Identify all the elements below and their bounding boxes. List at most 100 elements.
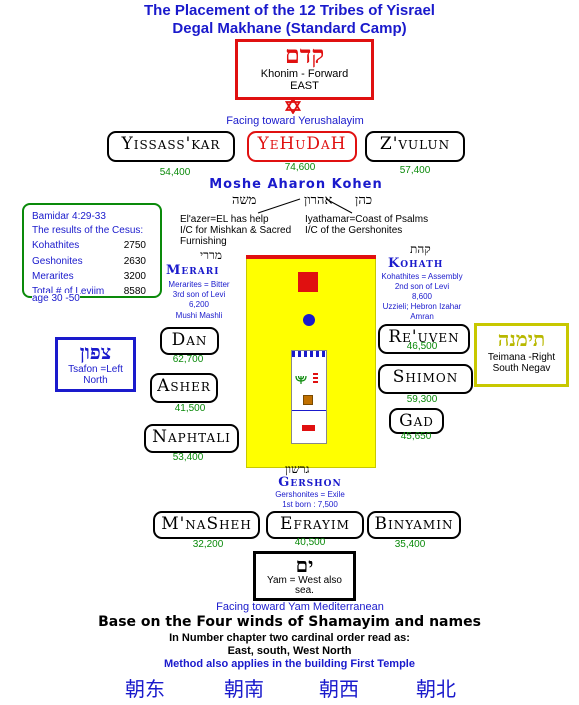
merari-hebrew: מררי (200, 248, 223, 262)
hebrew-kohen: כהן (355, 193, 373, 208)
census-ref: Bamidar 4:29-33 (32, 211, 106, 222)
tribe-reuven: Re'uven (378, 324, 470, 354)
pop-yissaskar: 54,400 (159, 167, 191, 178)
iyathamar-label: Iyathamar=Coast of Psalms (305, 214, 429, 225)
census-row-value: 2630 (123, 256, 146, 267)
pop-shimon: 59,300 (406, 394, 438, 405)
gershon-desc2: 1st born : 7,500 (282, 500, 338, 509)
pop-naphtali: 53,400 (172, 452, 204, 463)
brazen-altar (298, 272, 318, 292)
census-row-merarites: Merarites 3200 (32, 271, 160, 282)
census-row-label: Merarites (32, 271, 74, 282)
merari-desc1: Merarites = Bitter (168, 280, 230, 289)
census-heading: The results of the Cesus: (32, 225, 144, 236)
merari-count: 6,200 (188, 300, 210, 309)
census-box: Bamidar 4:29-33 The results of the Cesus… (22, 203, 162, 298)
pop-gad: 45,650 (400, 431, 432, 442)
tribe-asher: Asher (150, 373, 218, 403)
pop-yehudah: 74,600 (284, 162, 316, 173)
tribe-gad: Gad (389, 408, 444, 434)
census-row-value: 2750 (123, 240, 146, 251)
kohath-desc1: Kohathites = Assembly (381, 272, 463, 281)
kohath-leader2: Amran (410, 312, 434, 321)
tribe-binyamin: Binyamin (367, 511, 461, 539)
gershon-desc1: Gershonites = Exile (275, 490, 345, 499)
merari-name: Merari (166, 263, 220, 278)
west-label: Yam = West also sea. (267, 575, 342, 596)
census-total-row: Total # of Leviim 8580 (32, 286, 160, 297)
tribe-dan: Dan (160, 327, 219, 355)
facing-west-label: Facing toward Yam Mediterranean (216, 601, 384, 613)
menorah-icon (295, 375, 307, 384)
tribe-zvulun: Z'vulun (365, 131, 465, 162)
south-hebrew: תימנה (497, 327, 546, 351)
elazer-role: I/C for Mishkan & Sacred Furnishing (180, 225, 292, 247)
pop-reuven: 46,500 (406, 341, 438, 352)
tabernacle-courtyard (246, 255, 376, 468)
census-total-label: Total # of Leviim (32, 286, 105, 297)
north-box: צפון Tsafon =Left North (55, 337, 136, 392)
south-box: תימנה Teimana -Right South Negav (474, 323, 569, 387)
census-total-value: 8580 (123, 286, 146, 297)
census-row-geshonites: Geshonites 2630 (32, 256, 160, 267)
incense-altar (303, 395, 313, 405)
facing-east-label: Facing toward Yerushalayim (226, 115, 364, 127)
pop-binyamin: 35,400 (394, 539, 426, 550)
tribe-shimon: Shimon (378, 364, 473, 394)
showbread-table (313, 373, 318, 385)
kohath-leader1: Uzzieli; Hebron Izahar (382, 302, 462, 311)
kohath-name: Kohath (388, 256, 444, 271)
census-row-label: Kohathites (32, 240, 80, 251)
title-line-1: The Placement of the 12 Tribes of Yisrae… (144, 2, 435, 19)
pop-mnasheh: 32,200 (192, 539, 224, 550)
ark-of-covenant (302, 425, 315, 431)
footer-line-4: Method also applies in the building Firs… (164, 658, 415, 670)
south-label: Teimana -Right South Negav (487, 352, 556, 374)
chinese-east: 朝东 (125, 677, 165, 701)
tribe-naphtali: Naphtali (144, 424, 239, 453)
tent-door (292, 351, 326, 357)
footer-line-3: East, south, West North (227, 645, 352, 657)
pop-asher: 41,500 (174, 403, 206, 414)
west-hebrew: ים (295, 553, 314, 577)
kohath-count: 8,600 (411, 292, 433, 301)
mishkan-tent (291, 350, 327, 444)
courtyard-east-gate (246, 255, 376, 259)
star-of-david-icon (285, 98, 301, 114)
east-label: Khonim - Forward (260, 68, 349, 80)
footer-line-1: Base on the Four winds of Shamayim and n… (98, 614, 481, 630)
hebrew-aharon: אהרון (304, 193, 333, 208)
kohath-desc2: 2nd son of Levi (394, 282, 450, 291)
gershon-hebrew: גרשון (285, 462, 310, 476)
pop-dan: 62,700 (172, 354, 204, 365)
north-label: Tsafon =Left North (68, 364, 123, 386)
tribe-efrayim: Efrayim (266, 511, 364, 539)
kohath-hebrew: קהת (410, 242, 431, 256)
veil (292, 410, 326, 411)
iyathamar-role: I/C of the Gershonites (305, 225, 403, 236)
chinese-south: 朝南 (224, 677, 264, 701)
tribe-mnasheh: M'naSheh (153, 511, 260, 539)
footer-line-2: In Number chapter two cardinal order rea… (169, 632, 410, 644)
census-row-value: 3200 (123, 271, 146, 282)
east-dir: EAST (290, 80, 319, 92)
chinese-west: 朝西 (319, 677, 359, 701)
title-line-2: Degal Makhane (Standard Camp) (172, 20, 407, 37)
hebrew-moshe: משה (232, 193, 257, 208)
west-box: ים Yam = West also sea. (253, 551, 356, 601)
gershon-name: Gershon (278, 475, 342, 490)
merari-leader: Mushi Mashli (175, 311, 223, 320)
tribe-yissaskar: Yissass'kar (107, 131, 235, 162)
tribe-yehudah: YeHuDaH (247, 131, 357, 162)
east-hebrew: קדם (284, 40, 325, 69)
east-box: קדם Khonim - Forward EAST (235, 39, 374, 100)
pop-efrayim: 40,500 (294, 537, 326, 548)
chinese-north: 朝北 (416, 677, 456, 701)
census-age: age 30 -50 (32, 293, 80, 304)
merari-desc2: 3rd son of Levi (172, 290, 226, 299)
census-row-label: Geshonites (32, 256, 83, 267)
priests-heading: Moshe Aharon Kohen (209, 177, 383, 192)
priest-lines (257, 198, 353, 214)
pop-zvulun: 57,400 (399, 165, 431, 176)
census-row-kohathites: Kohathites 2750 (32, 240, 160, 251)
